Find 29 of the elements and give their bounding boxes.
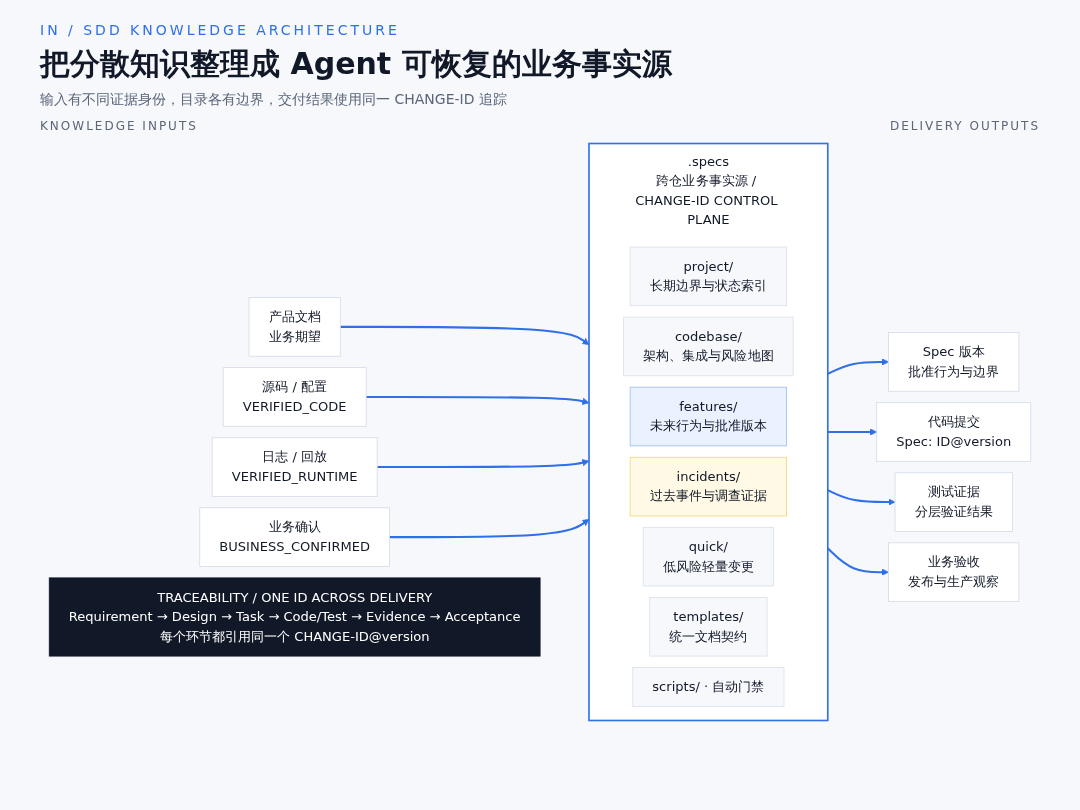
node-box: 测试证据 分层验证结果 [894, 472, 1013, 532]
arrow [340, 325, 590, 346]
node-box: 代码提交 Spec: ID@version [876, 402, 1032, 462]
arrow [827, 547, 889, 576]
node-box: project/ 长期边界与状态索引 [629, 246, 788, 307]
node-box: 日志 / 回放 VERIFIED_RUNTIME [211, 437, 378, 497]
node-box: 业务验收 发布与生产观察 [888, 542, 1020, 602]
title: 把分散知识整理成 Agent 可恢复的业务事实源 [40, 45, 673, 83]
kicker-text: IN / SDD KNOWLEDGE ARCHITECTURE [40, 22, 401, 38]
node-box: scripts/ · 自动门禁 [632, 667, 785, 708]
caption: 输入有不同证据身份，目录各有边界，交付结果使用同一 CHANGE-ID 追踪 [40, 91, 508, 109]
arrow [389, 518, 590, 539]
column-heading: DELIVERY OUTPUTS [889, 119, 1040, 133]
arrow [827, 358, 889, 375]
arrow [366, 395, 590, 405]
node-box: incidents/ 过去事件与调查证据 [629, 456, 788, 517]
node-box: quick/ 低风险轻量变更 [642, 526, 774, 587]
node-box: 源码 / 配置 VERIFIED_CODE [222, 367, 367, 427]
node-box: Spec 版本 批准行为与边界 [888, 332, 1020, 392]
arrow [377, 459, 590, 469]
arrow [827, 428, 877, 436]
column-heading: KNOWLEDGE INPUTS [40, 119, 198, 133]
node-box: templates/ 统一文档契约 [649, 597, 768, 657]
node-box: codebase/ 架构、集成与风险地图 [623, 316, 794, 377]
node-box: 产品文档 业务期望 [248, 297, 341, 357]
node-box: TRACEABILITY / ONE ID ACROSS DELIVERY Requirement → Design → Task → Code/Test → Evidence → Acceptance 每个环节都引用同一个 CHANGE-ID@version [48, 577, 541, 657]
arrow [827, 489, 896, 506]
node-box: features/ 未来行为与批准版本 [629, 386, 788, 447]
node-box: 业务确认 BUSINESS_CONFIRMED [199, 507, 390, 567]
